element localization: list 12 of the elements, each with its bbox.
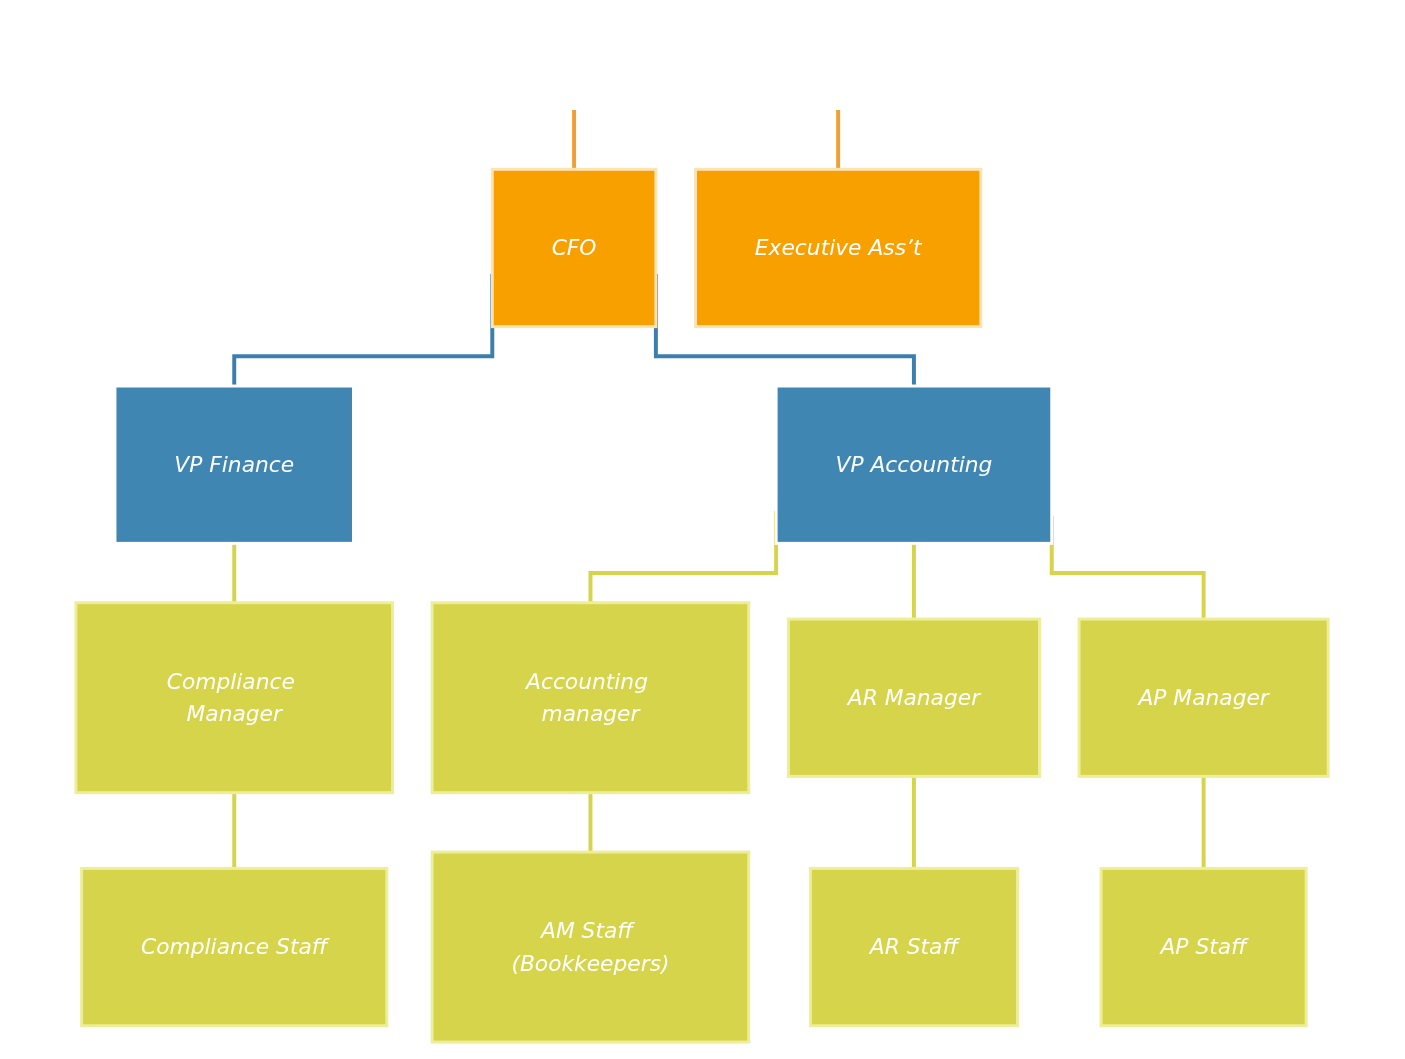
node-box: VP Finance xyxy=(113,384,356,545)
node-box: VP Accounting xyxy=(775,384,1054,545)
node-box: AR Staff xyxy=(809,866,1020,1027)
node-box: Compliance Staff xyxy=(80,866,389,1027)
node-box: Executive Ass’t xyxy=(694,167,983,328)
node-box: AM Staff (Bookkeepers) xyxy=(431,850,751,1044)
node-box: AP Staff xyxy=(1100,866,1309,1027)
node-box: Accounting manager xyxy=(431,600,751,794)
node-box: AR Manager xyxy=(787,617,1042,778)
node-box: CFO xyxy=(491,167,658,328)
node-box: Compliance Manager xyxy=(74,600,395,794)
node-box: AP Manager xyxy=(1078,617,1331,778)
